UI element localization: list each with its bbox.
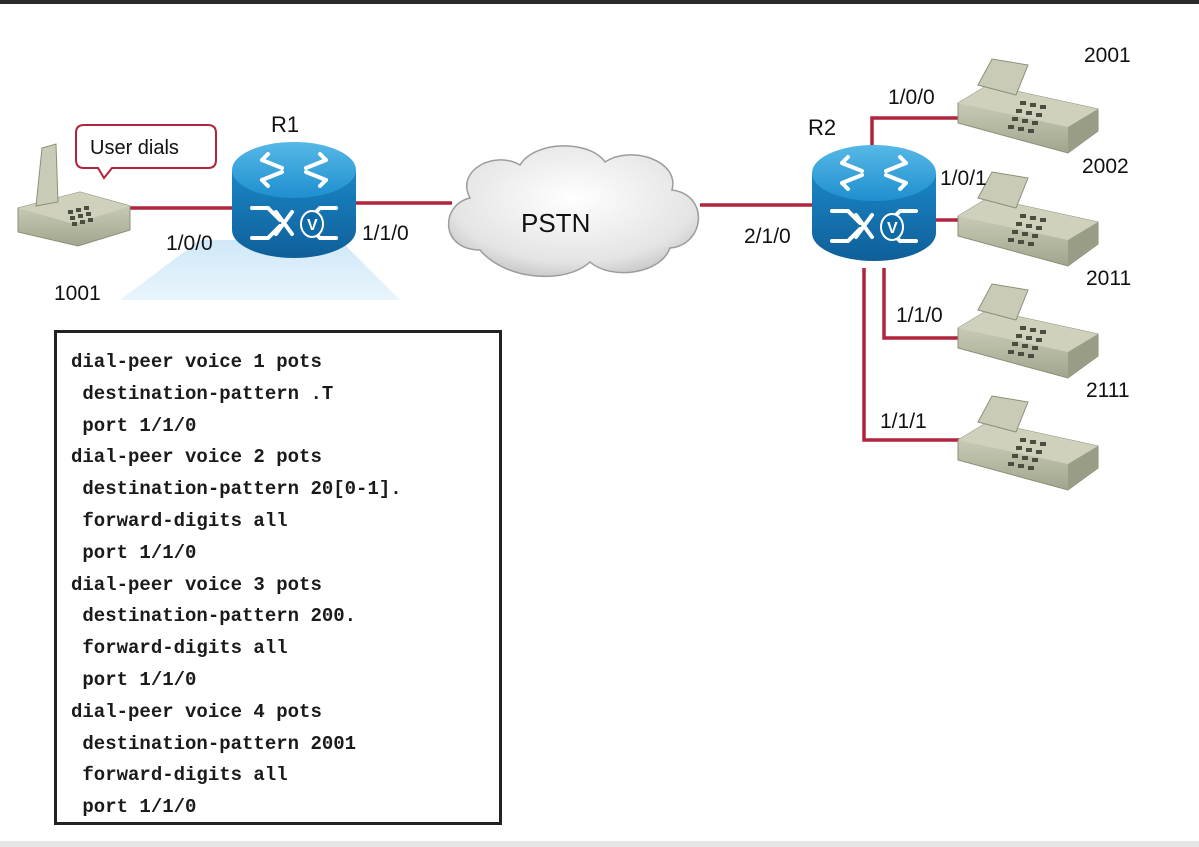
link-r2-phone2011 (882, 268, 962, 340)
router-r2 (810, 143, 938, 263)
config-line: dial-peer voice 1 pots (71, 351, 322, 373)
config-line: destination-pattern 20[0-1]. (71, 478, 402, 501)
user-dials-text: User dials (90, 137, 179, 159)
port-r1-left: 1/0/0 (166, 232, 213, 255)
phone-2111-icon (957, 395, 1099, 491)
config-line: destination-pattern .T (71, 382, 334, 405)
pstn-cloud (447, 145, 700, 278)
phone-2001-label: 2001 (1084, 44, 1131, 67)
config-line: dial-peer voice 3 pots (71, 573, 322, 596)
port-r2-phone3: 1/1/0 (896, 304, 943, 327)
config-line: port 1/1/0 (71, 541, 197, 564)
router-r1-badge: V (307, 217, 318, 234)
config-line: port 1/1/0 (71, 668, 197, 691)
port-r1-right: 1/1/0 (362, 222, 409, 245)
phone-1001-label: 1001 (54, 282, 101, 305)
phone-2002-label: 2002 (1082, 155, 1129, 178)
router-r2-label: R2 (808, 115, 836, 140)
dial-peer-config: dial-peer voice 1 pots destination-patte… (54, 330, 502, 825)
config-line: destination-pattern 200. (71, 605, 357, 628)
router-r2-badge: V (887, 220, 898, 237)
port-r2-phone1: 1/0/0 (888, 86, 935, 109)
link-r2-phone2001 (870, 116, 962, 150)
config-line: destination-pattern 2001 (71, 732, 357, 755)
top-border (0, 0, 1199, 4)
config-line: dial-peer voice 4 pots (71, 700, 322, 723)
phone-2111-label: 2111 (1086, 379, 1130, 402)
port-r2-phone2: 1/0/1 (940, 167, 987, 190)
config-line: forward-digits all (71, 509, 288, 532)
phone-1001-icon (17, 143, 131, 247)
config-line: forward-digits all (71, 764, 288, 787)
bottom-border (0, 841, 1199, 847)
pstn-label: PSTN (521, 208, 590, 238)
router-r1 (230, 140, 358, 260)
phone-2011-label: 2011 (1086, 267, 1131, 290)
phone-2011-icon (957, 283, 1099, 379)
router-r1-label: R1 (271, 112, 299, 137)
phone-2001-icon (957, 58, 1099, 154)
config-line: dial-peer voice 2 pots (71, 446, 322, 469)
port-r2-phone4: 1/1/1 (880, 410, 927, 433)
user-dials-callout (75, 124, 217, 180)
config-line: forward-digits all (71, 637, 288, 660)
config-line: port 1/1/0 (71, 414, 197, 437)
port-r2-left: 2/1/0 (744, 225, 791, 248)
r1-glow (120, 240, 400, 300)
config-line: port 1/1/0 (71, 796, 197, 819)
link-r2-phone2111 (862, 268, 962, 442)
